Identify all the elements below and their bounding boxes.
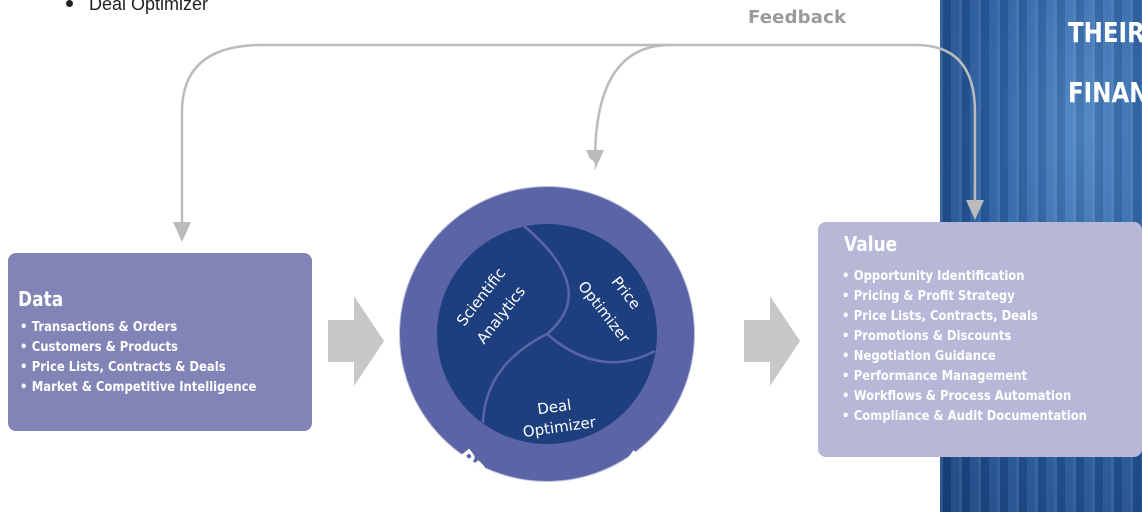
data-box-title: Data [18, 287, 64, 311]
bullet-dot [66, 0, 73, 7]
flow-arrow-right-icon [328, 296, 384, 386]
pricing-circle: SEGMENTATION AND PRICING SCIENCE Scienti… [398, 148, 696, 512]
feedback-arrowheads [173, 150, 984, 242]
list-item: Promotions & Discounts [842, 326, 1087, 346]
value-box-list: Opportunity Identification Pricing & Pro… [842, 266, 1127, 426]
list-item: Performance Management [842, 366, 1087, 386]
arrowhead-to-data-icon [173, 222, 191, 242]
background-heading-line-2: FINANC [1068, 76, 1142, 109]
data-box: Data Transactions & Orders Customers & P… [8, 253, 312, 431]
list-item: Market & Competitive Intelligence [20, 377, 257, 397]
top-bullet-text: Deal Optimizer [89, 0, 209, 14]
background-heading-line-1: THEIR [1068, 16, 1142, 49]
arrowhead-to-value-icon [966, 200, 984, 220]
list-item: Pricing & Profit Strategy [842, 286, 1087, 306]
feedback-loop [180, 43, 977, 230]
flow-arrow-right-icon [744, 296, 800, 386]
feedback-label: Feedback [748, 7, 847, 28]
arrowhead-to-circle-icon [586, 150, 604, 170]
data-box-list: Transactions & Orders Customers & Produc… [20, 317, 295, 397]
segment-dividers [481, 225, 656, 424]
list-item: Transactions & Orders [20, 317, 256, 337]
svg-text:Deal: Deal [536, 396, 572, 419]
value-box: Value Opportunity Identification Pricing… [818, 222, 1142, 457]
list-item: Workflows & Process Automation [842, 386, 1087, 406]
top-bullet-item: Deal Optimizer [66, 0, 208, 15]
list-item: Price Lists, Contracts & Deals [20, 357, 256, 377]
feedback-outer-line [180, 43, 977, 230]
value-box-title: Value [844, 232, 898, 256]
list-item: Customers & Products [20, 337, 256, 357]
list-item: Opportunity Identification [842, 266, 1087, 286]
feedback-inner-line [593, 43, 671, 159]
list-item: Compliance & Audit Documentation [842, 406, 1087, 426]
list-item: Negotiation Guidance [842, 346, 1087, 366]
list-item: Price Lists, Contracts, Deals [842, 306, 1087, 326]
